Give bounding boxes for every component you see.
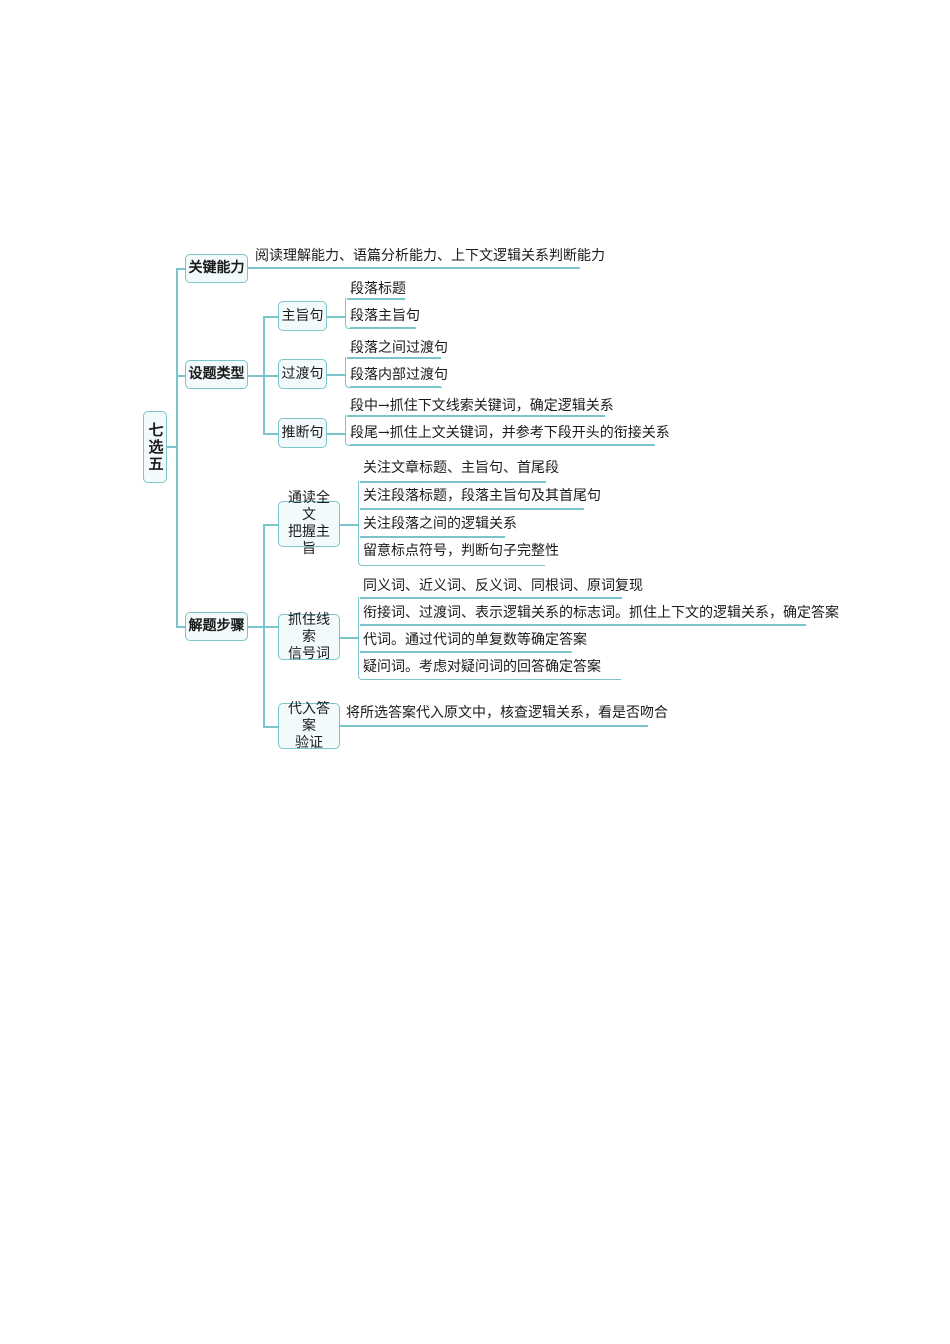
root-label: 七选五	[146, 421, 165, 473]
connector	[263, 316, 278, 318]
branch-key-ability: 关键能力	[185, 254, 248, 283]
underline	[350, 444, 655, 446]
connector	[327, 433, 346, 435]
connector	[263, 524, 278, 526]
leaf-item: 关注段落标题，段落主旨句及其首尾句	[363, 488, 601, 504]
connector	[176, 375, 185, 377]
connector	[340, 524, 359, 526]
underline	[347, 298, 405, 300]
connector	[327, 316, 346, 318]
leaf-item: 段落标题	[350, 281, 406, 297]
connector	[263, 626, 278, 628]
underline	[360, 508, 584, 510]
connector	[263, 524, 265, 727]
node-transition-sentence: 过渡句	[278, 359, 327, 389]
leaf-item: 关注段落之间的逻辑关系	[363, 516, 517, 532]
leaf-item: 段落之间过渡句	[350, 340, 448, 356]
connector	[340, 637, 359, 639]
underline	[360, 651, 572, 653]
underline	[360, 481, 546, 483]
connector	[248, 375, 264, 377]
bracket	[358, 481, 545, 566]
bracket	[345, 298, 406, 329]
underline	[360, 597, 622, 599]
leaf-item: 疑问词。考虑对疑问词的回答确定答案	[363, 659, 601, 675]
underline	[360, 536, 505, 538]
branch-question-types: 设题类型	[185, 360, 248, 389]
connector	[327, 374, 346, 376]
connector	[263, 375, 278, 377]
node-inference-sentence: 推断句	[278, 418, 327, 448]
node-verify-answer: 代入答案 验证	[278, 701, 340, 751]
underline	[340, 725, 648, 727]
node-main-idea-sentence: 主旨句	[278, 301, 327, 331]
leaf-item: 代词。通过代词的单复数等确定答案	[363, 632, 587, 648]
underline	[350, 386, 441, 388]
connector	[176, 268, 185, 270]
leaf-item: 阅读理解能力、语篇分析能力、上下文逻辑关系判断能力	[255, 248, 605, 264]
leaf-item: 同义词、近义词、反义词、同根词、原词复现	[363, 578, 643, 594]
leaf-item: 将所选答案代入原文中，核查逻辑关系，看是否吻合	[346, 705, 668, 721]
node-read-through: 通读全文 把握主旨	[278, 490, 340, 557]
underline	[248, 267, 580, 269]
connector	[176, 626, 185, 628]
bracket	[345, 415, 606, 446]
connector	[167, 446, 176, 448]
connector	[176, 268, 178, 627]
branch-solving-steps: 解题步骤	[185, 612, 248, 641]
bracket	[345, 357, 442, 388]
node-clue-words: 抓住线索 信号词	[278, 612, 340, 662]
underline	[350, 327, 416, 329]
leaf-item: 段落主旨句	[350, 308, 420, 324]
leaf-item: 留意标点符号，判断句子完整性	[363, 543, 559, 559]
leaf-item: 关注文章标题、主旨句、首尾段	[363, 460, 559, 476]
bracket	[358, 597, 621, 680]
connector	[263, 433, 278, 435]
leaf-item: 段中→抓住下文线索关键词，确定逻辑关系	[350, 398, 614, 414]
underline	[347, 357, 441, 359]
leaf-item: 段落内部过渡句	[350, 367, 448, 383]
leaf-item: 衔接词、过渡词、表示逻辑关系的标志词。抓住上下文的逻辑关系，确定答案	[363, 605, 839, 621]
underline	[360, 624, 806, 626]
root-node: 七选五	[143, 411, 167, 483]
leaf-item: 段尾→抓住上文关键词，并参考下段开头的衔接关系	[350, 425, 670, 441]
connector	[248, 626, 264, 628]
underline	[347, 415, 605, 417]
connector	[263, 726, 278, 728]
